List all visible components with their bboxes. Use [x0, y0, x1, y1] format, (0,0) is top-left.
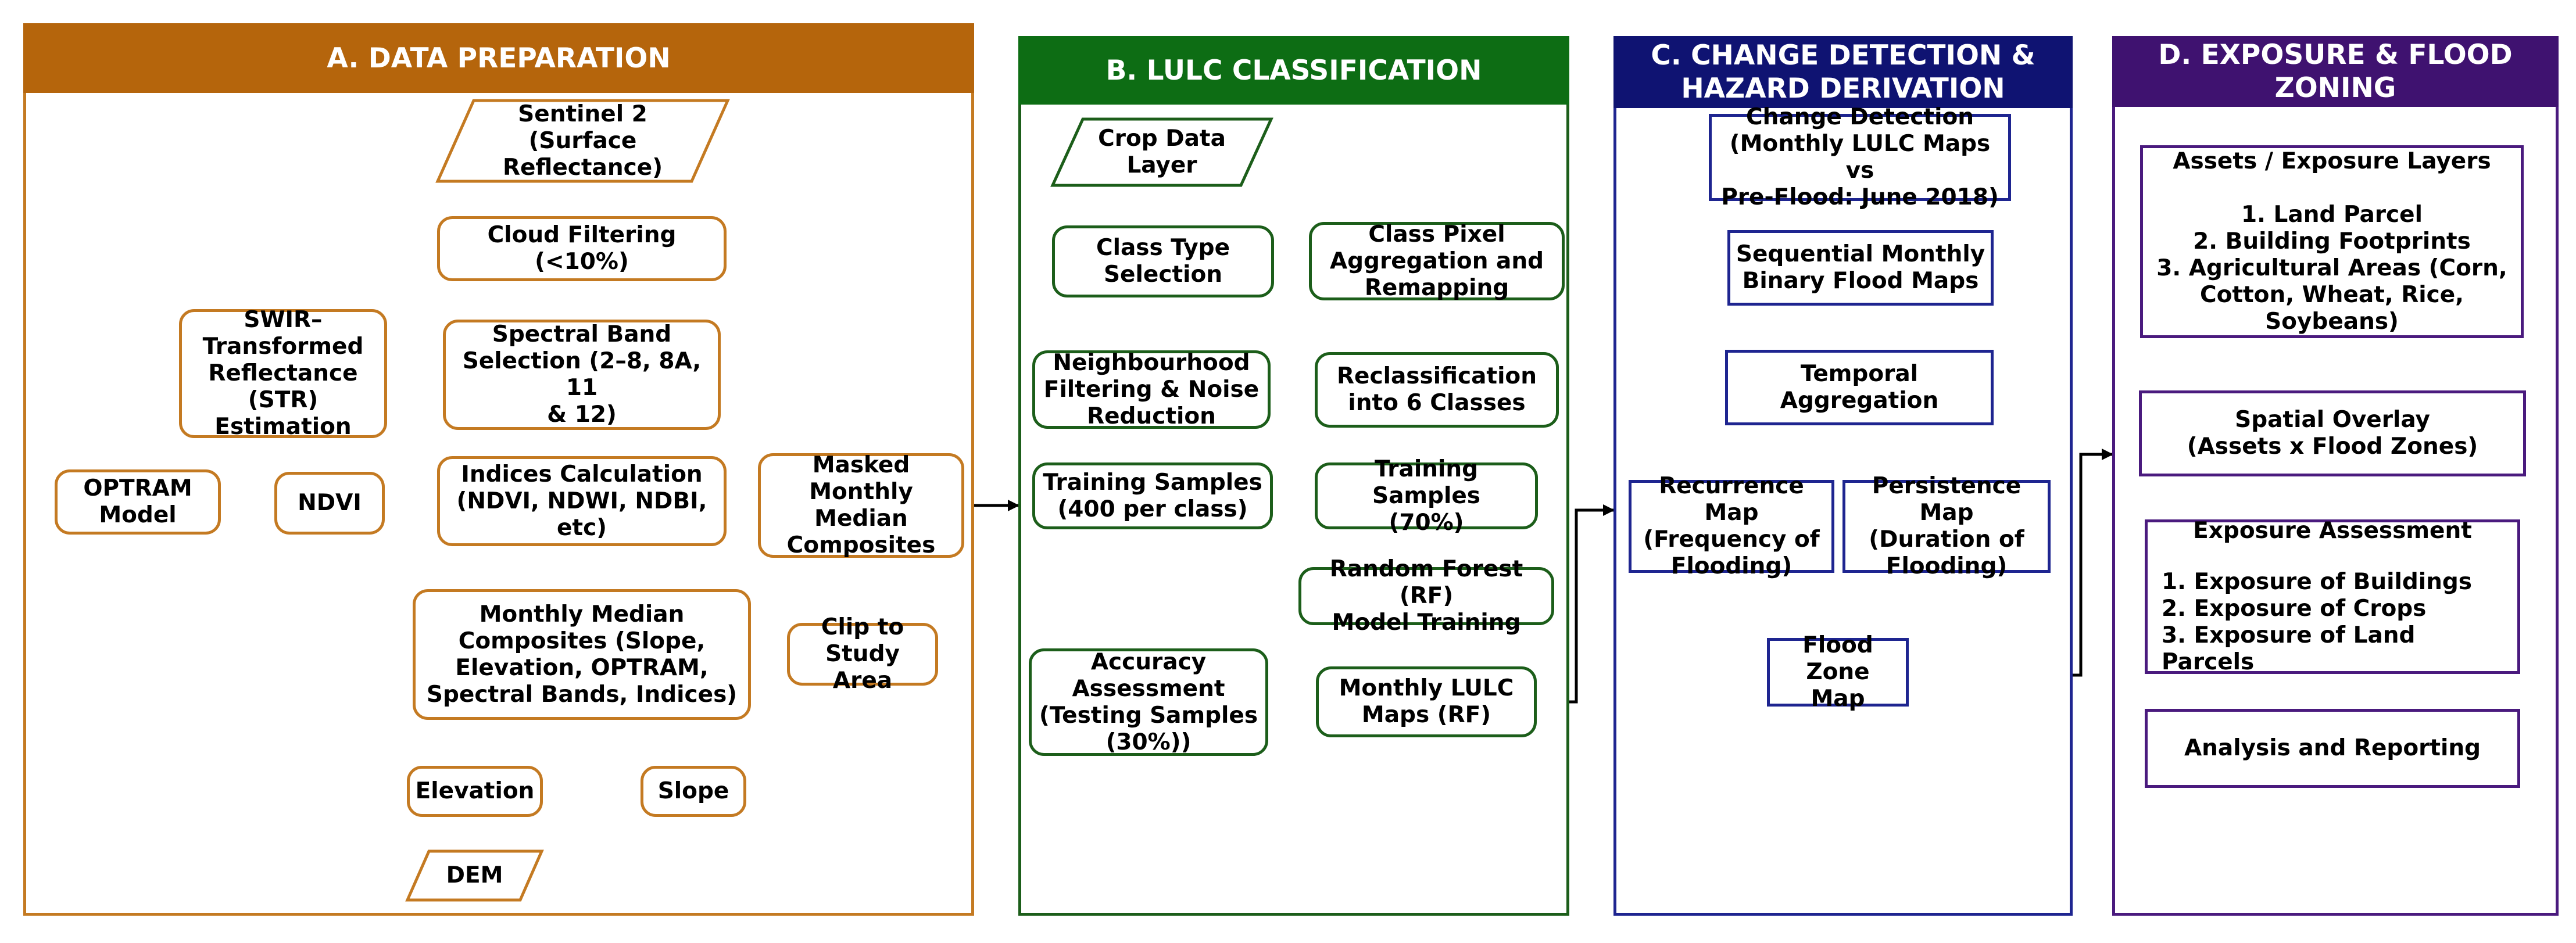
- temporal-aggregation-box: Temporal Aggregation: [1725, 350, 1994, 425]
- ndvi-box: NDVI: [274, 472, 385, 535]
- training-70-box: Training Samples (70%): [1315, 456, 1538, 536]
- panel-d-title: D. EXPOSURE & FLOOD ZONING: [2112, 36, 2559, 107]
- masked-composites-box: Masked Monthly Median Composites: [758, 452, 964, 558]
- exposure-assessment-box: Exposure Assessment 1. Exposure of Build…: [2145, 518, 2520, 675]
- slope-box: Slope: [641, 766, 746, 817]
- reclassification-box: Reclassification into 6 Classes: [1315, 352, 1559, 428]
- recurrence-map-box: Recurrence Map (Frequency of Flooding): [1629, 473, 1834, 579]
- dem-label: DEM: [446, 862, 503, 888]
- assets-exposure-box: Assets / Exposure Layers 1. Land Parcel …: [2140, 145, 2524, 338]
- neighbourhood-filter-box: Neighbourhood Filtering & Noise Reductio…: [1032, 350, 1271, 429]
- indices-box: Indices Calculation (NDVI, NDWI, NDBI, e…: [437, 456, 727, 546]
- lulc-maps-box: Monthly LULC Maps (RF): [1316, 666, 1537, 737]
- panel-a-title: A. DATA PREPARATION: [23, 23, 974, 93]
- spatial-overlay-box: Spatial Overlay (Assets x Flood Zones): [2139, 390, 2526, 476]
- crop-data-label: Crop Data Layer: [1098, 126, 1226, 178]
- sequential-flood-maps-box: Sequential Monthly Binary Flood Maps: [1727, 230, 1994, 306]
- sentinel2-input: Sentinel 2 (Surface Reflectance): [435, 99, 730, 183]
- elevation-box: Elevation: [407, 766, 543, 817]
- training-400-box: Training Samples (400 per class): [1032, 462, 1273, 529]
- panel-b-title: B. LULC CLASSIFICATION: [1018, 36, 1569, 105]
- random-forest-box: Random Forest (RF) Model Training: [1298, 556, 1554, 636]
- flood-zone-map-box: Flood Zone Map: [1767, 632, 1909, 712]
- class-pixel-box: Class Pixel Aggregation and Remapping: [1309, 221, 1565, 301]
- exposure-assessment-title: Exposure Assessment: [2193, 518, 2472, 544]
- analysis-reporting-box: Analysis and Reporting: [2145, 709, 2520, 788]
- change-detection-box: Change Detection (Monthly LULC Maps vs P…: [1709, 104, 2011, 210]
- clip-study-area-box: Clip to Study Area: [787, 614, 938, 694]
- cloud-filtering-box: Cloud Filtering (<10%): [437, 216, 727, 281]
- panel-c-title: C. CHANGE DETECTION & HAZARD DERIVATION: [1613, 36, 2073, 108]
- optram-box: OPTRAM Model: [55, 469, 221, 535]
- persistence-map-box: Persistence Map (Duration of Flooding): [1842, 473, 2051, 579]
- sentinel2-label: Sentinel 2 (Surface Reflectance): [502, 101, 663, 181]
- accuracy-assessment-box: Accuracy Assessment (Testing Samples (30…: [1029, 648, 1268, 756]
- dem-input: DEM: [405, 849, 544, 902]
- crop-data-input: Crop Data Layer: [1050, 117, 1273, 187]
- class-type-box: Class Type Selection: [1052, 225, 1274, 297]
- spectral-band-box: Spectral Band Selection (2–8, 8A, 11 & 1…: [443, 320, 721, 430]
- monthly-median-box: Monthly Median Composites (Slope, Elevat…: [413, 589, 751, 720]
- str-estimation-box: SWIR– Transformed Reflectance (STR) Esti…: [179, 307, 387, 440]
- exposure-assessment-items: 1. Exposure of Buildings 2. Exposure of …: [2162, 569, 2473, 675]
